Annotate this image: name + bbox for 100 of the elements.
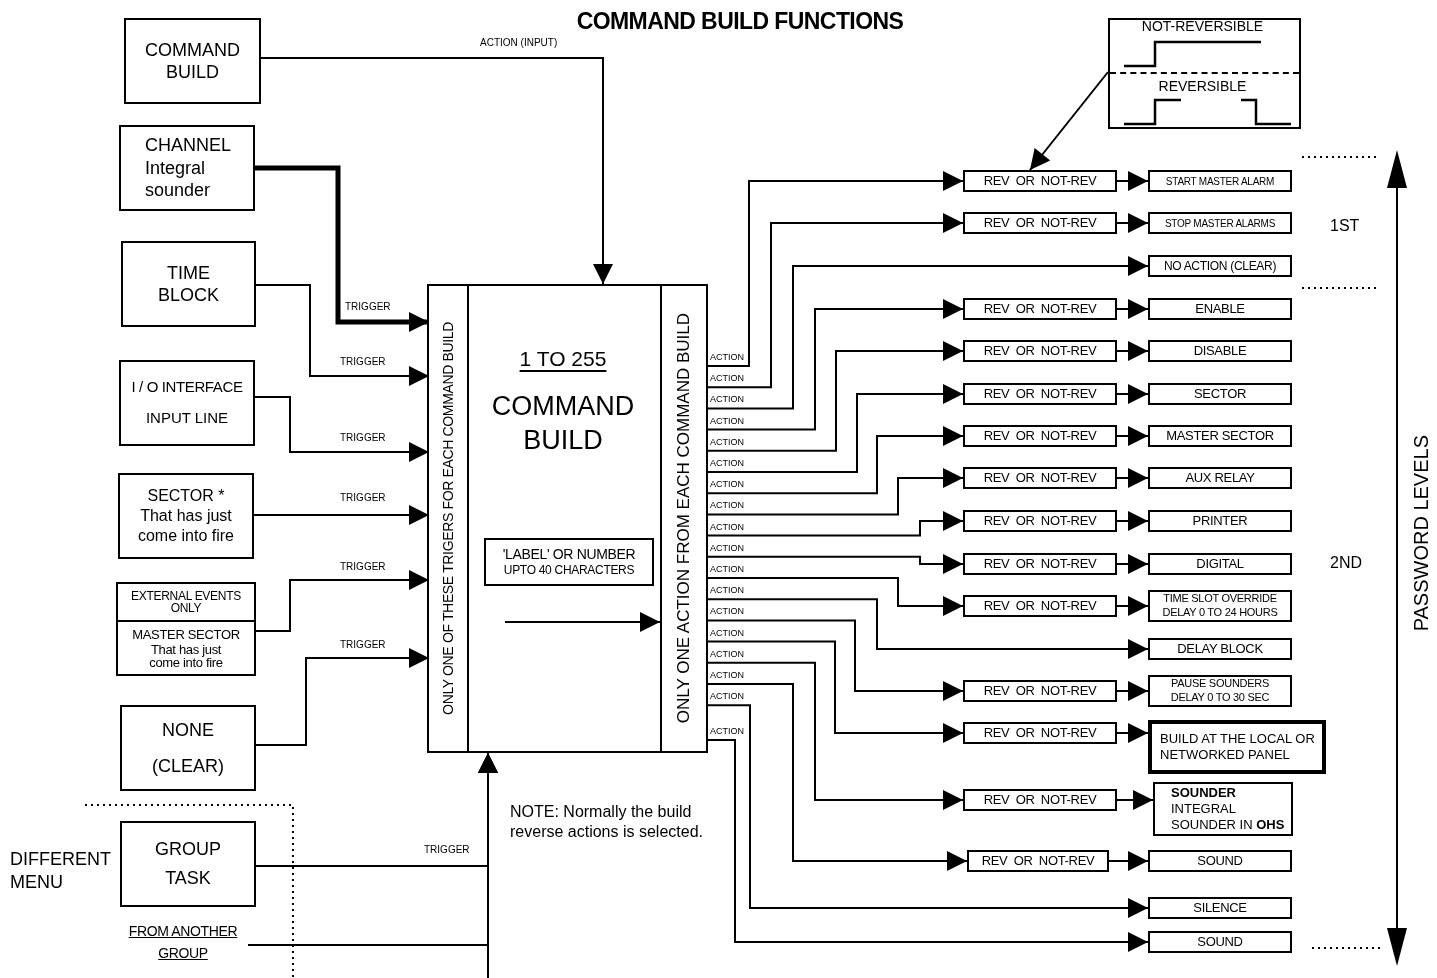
function-box xyxy=(1148,931,1292,953)
edge-label: ACTION xyxy=(710,628,744,638)
source-label: FROM ANOTHER GROUP xyxy=(118,920,248,965)
function-box xyxy=(1148,510,1292,532)
process-box xyxy=(120,705,256,791)
process-box xyxy=(121,241,256,327)
arrow xyxy=(705,341,964,452)
arrow xyxy=(705,256,1149,410)
arrow xyxy=(705,619,964,701)
rev-box xyxy=(963,383,1117,405)
box-text: REV OR NOT-REV xyxy=(983,724,1097,743)
arrow xyxy=(254,396,430,462)
box-text: STOP MASTER ALARMS xyxy=(1164,216,1276,231)
function-box xyxy=(1148,467,1292,489)
process-box xyxy=(118,473,254,559)
box-text: REV OR NOT-REV xyxy=(983,427,1097,446)
menu-note: DIFFERENT MENU xyxy=(10,848,112,893)
box-text: SILENCE xyxy=(1193,899,1247,918)
edge-label: TRIGGER xyxy=(340,433,386,443)
edge-label: ACTION xyxy=(710,459,744,468)
box-text: COMMAND BUILD xyxy=(490,390,636,457)
function-box xyxy=(1148,425,1292,447)
rev-box xyxy=(963,170,1117,192)
edge-label: ACTION xyxy=(710,727,744,736)
function-box xyxy=(1148,255,1292,277)
box-text: 1 TO 255 xyxy=(518,346,608,372)
box-text: TIME SLOT OVERRIDE DELAY 0 TO 24 HOURS xyxy=(1161,592,1279,620)
process-box xyxy=(124,18,261,104)
arrow xyxy=(705,598,1149,659)
rev-box xyxy=(963,340,1117,362)
arrow xyxy=(1116,681,1149,701)
arrow xyxy=(705,739,1149,952)
edge-label: ACTION xyxy=(710,522,744,532)
arrow xyxy=(255,284,430,386)
box-text: NONE (CLEAR) xyxy=(151,719,225,778)
box-text: BUILD AT THE LOCAL OR NETWORKED PANEL xyxy=(1160,730,1316,764)
box-text: ONLY ONE ACTION FROM EACH COMMAND BUILD xyxy=(673,313,695,724)
edge-label: ACTION (INPUT) xyxy=(480,38,558,48)
edge-label: ACTION xyxy=(710,671,744,680)
edge-label: TRIGGER xyxy=(340,562,386,572)
box-text: REV OR NOT-REV xyxy=(983,555,1097,574)
rev-box xyxy=(963,680,1117,702)
box-text: REV OR NOT-REV xyxy=(983,342,1097,361)
command-build-block xyxy=(427,284,708,753)
box-text: CHANNEL xyxy=(145,134,232,157)
function-box xyxy=(1148,720,1326,774)
edge-label: ACTION xyxy=(710,395,744,405)
rev-box xyxy=(963,553,1117,575)
rev-box xyxy=(963,722,1117,744)
arrow xyxy=(705,704,1149,918)
edge-label: ACTION xyxy=(710,607,744,617)
arrow xyxy=(1116,723,1149,743)
arrow xyxy=(1116,384,1149,404)
box-text: INPUT LINE xyxy=(145,409,229,428)
arrow xyxy=(255,165,429,332)
edge-label: ACTION xyxy=(710,543,744,553)
arrow xyxy=(1108,851,1149,871)
box-text: SOUND xyxy=(1197,933,1243,952)
box-text: DISABLE xyxy=(1193,342,1247,361)
rev-box xyxy=(967,850,1109,872)
edge-label: ACTION xyxy=(710,649,744,659)
arrow xyxy=(705,213,964,389)
box-text: SECTOR * xyxy=(147,486,225,506)
edge-label: ACTION xyxy=(710,692,744,702)
edge-label: ACTION xyxy=(710,437,744,447)
box-text: REV OR NOT-REV xyxy=(983,512,1097,531)
edge-label: TRIGGER xyxy=(340,493,386,503)
box-text: SECTOR xyxy=(1194,385,1246,404)
function-box xyxy=(1148,383,1292,405)
leader-arrow xyxy=(1029,71,1109,171)
box-text: Integral sounder xyxy=(145,156,212,202)
edge-label: ACTION xyxy=(710,374,744,384)
rev-box xyxy=(963,298,1117,320)
function-box xyxy=(1148,340,1292,362)
function-box xyxy=(1148,170,1292,192)
box-text: UPTO 40 CHARACTERS xyxy=(503,563,635,579)
arrow xyxy=(260,57,613,285)
edge-label: TRIGGER xyxy=(340,640,386,650)
arrow xyxy=(253,505,430,525)
box-text: GROUP TASK xyxy=(154,838,222,890)
arrow xyxy=(1116,511,1149,531)
arrow xyxy=(705,468,964,516)
box-text: REV OR NOT-REV xyxy=(983,791,1097,810)
function-box xyxy=(1148,590,1292,622)
process-box xyxy=(119,360,255,446)
rev-box xyxy=(963,467,1117,489)
edge-label: TRIGGER xyxy=(424,845,470,855)
edge-label: ACTION xyxy=(710,353,744,362)
box-text: SOUND xyxy=(1197,852,1243,871)
box-text: REV OR NOT-REV xyxy=(983,214,1097,233)
function-box xyxy=(1148,212,1292,234)
process-box xyxy=(119,125,255,211)
process-box xyxy=(120,821,256,907)
box-text: AUX RELAY xyxy=(1185,469,1255,488)
function-box xyxy=(1148,675,1292,707)
arrow xyxy=(705,384,964,473)
box-text: I / O INTERFACE xyxy=(131,378,243,397)
title: COMMAND BUILD FUNCTIONS xyxy=(575,7,905,36)
edge-label: TRIGGER xyxy=(345,302,391,312)
arrow xyxy=(705,661,964,810)
